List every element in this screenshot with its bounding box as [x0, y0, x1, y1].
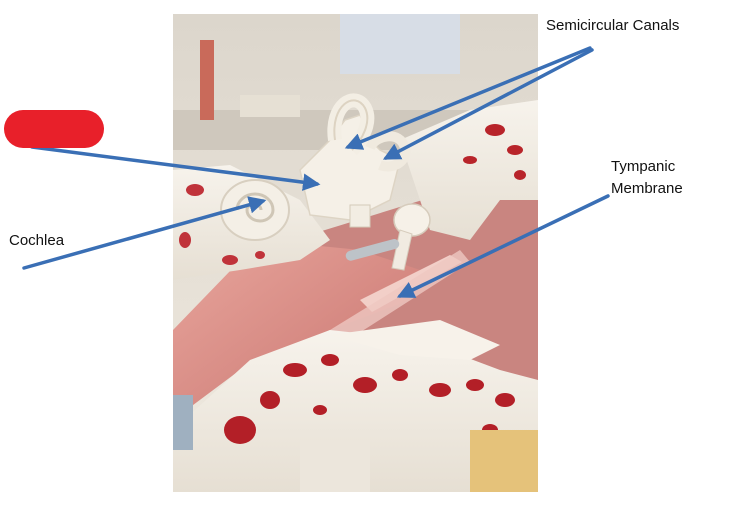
arrow-cochlea [22, 196, 267, 270]
label-cochlea: Cochlea [9, 232, 65, 249]
label-semicircular-canals: Semicircular Canals [546, 17, 680, 34]
label-tympanic-membrane: Tympanic Membrane [611, 156, 683, 200]
arrow-redacted-label [30, 145, 321, 191]
annotation-arrows [22, 46, 610, 298]
redaction-icon [4, 110, 104, 148]
arrow-semicircular-1 [344, 46, 592, 150]
arrow-semicircular-2 [382, 48, 594, 160]
label-tympanic-line2: Membrane [611, 180, 683, 197]
arrow-tympanic [396, 194, 610, 298]
label-tympanic-line1: Tympanic [611, 158, 676, 175]
ear-model-photo [173, 14, 538, 492]
